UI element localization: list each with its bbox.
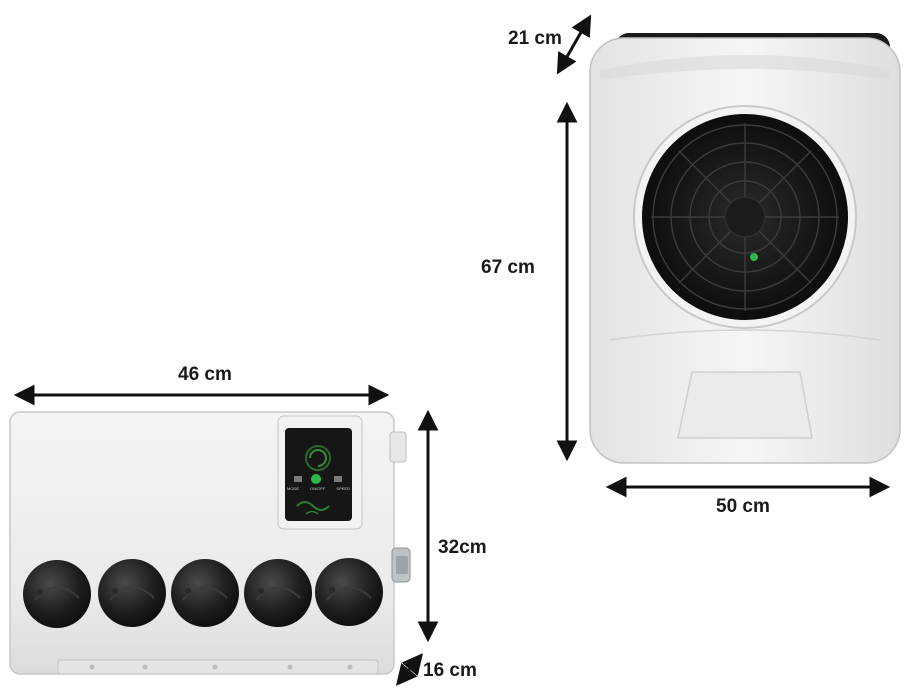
dimension-arrows [13,14,891,686]
indoor-depth-label: 16 cm [423,660,477,681]
speed-button-label: SPEED [336,486,350,491]
indoor-unit [9,411,411,675]
mode-button-label: MODE [287,486,299,491]
indoor-width-label: 46 cm [178,364,232,385]
outdoor-height-label: 67 cm [481,257,535,278]
outdoor-depth-label: 21 cm [508,28,562,49]
outdoor-width-label: 50 cm [716,496,770,517]
power-button-label: ON/OFF [310,486,326,491]
air-vents [23,558,383,628]
panel-button-labels: MODE ON/OFF SPEED [287,486,350,491]
indoor-height-label: 32cm [438,537,487,558]
control-panel [277,415,363,530]
outdoor-unit [589,33,901,464]
